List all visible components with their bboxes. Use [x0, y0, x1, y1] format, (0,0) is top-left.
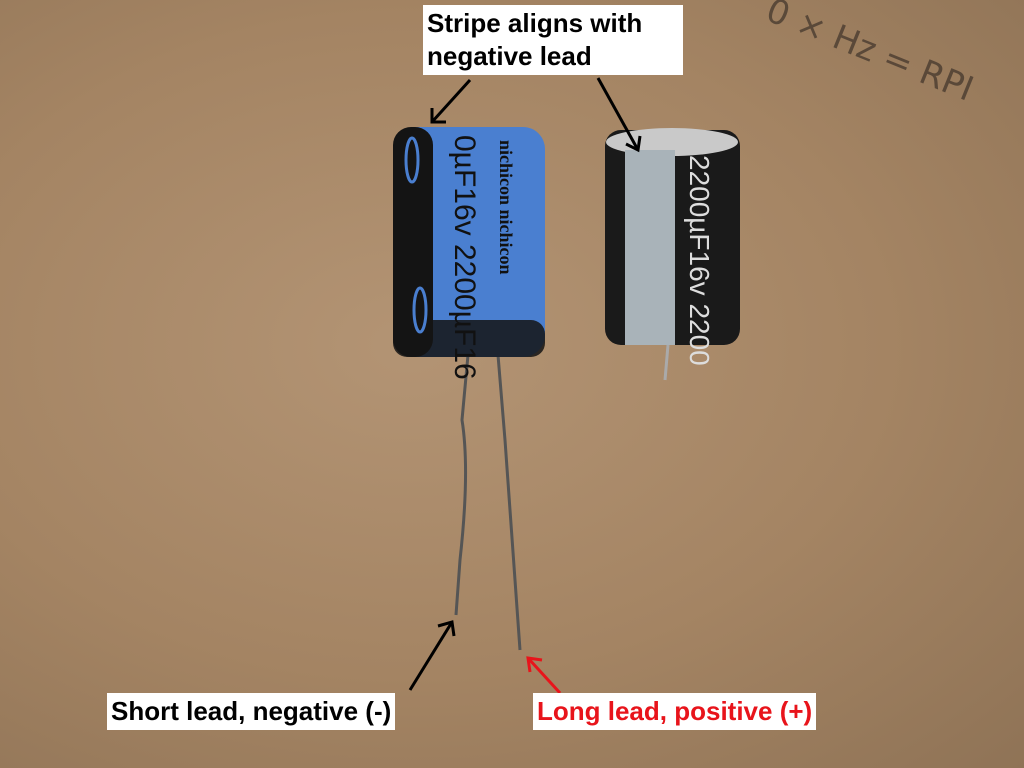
arrow-short-lead: [408, 620, 456, 691]
arrow-stripe-left: [430, 78, 472, 124]
svg-text:2200µF16v 2200: 2200µF16v 2200: [684, 155, 715, 366]
black-capacitor: 2200µF16v 2200: [605, 128, 740, 381]
arrow-stripe-right: [596, 77, 642, 153]
long-lead-annotation: Long lead, positive (+): [533, 693, 817, 730]
blue-capacitor: 0µF16v 2200µF16 nichicon nichicon: [393, 127, 545, 380]
long-lead: [496, 354, 522, 651]
stripe-annotation: Stripe aligns with negative lead: [423, 5, 683, 75]
svg-text:0µF16v 2200µF16: 0µF16v 2200µF16: [448, 135, 481, 380]
arrow-long-lead: [526, 656, 562, 695]
svg-text:nichicon nichicon: nichicon nichicon: [496, 140, 516, 275]
short-lead: [454, 354, 470, 616]
short-lead-annotation: Short lead, negative (-): [107, 693, 396, 730]
